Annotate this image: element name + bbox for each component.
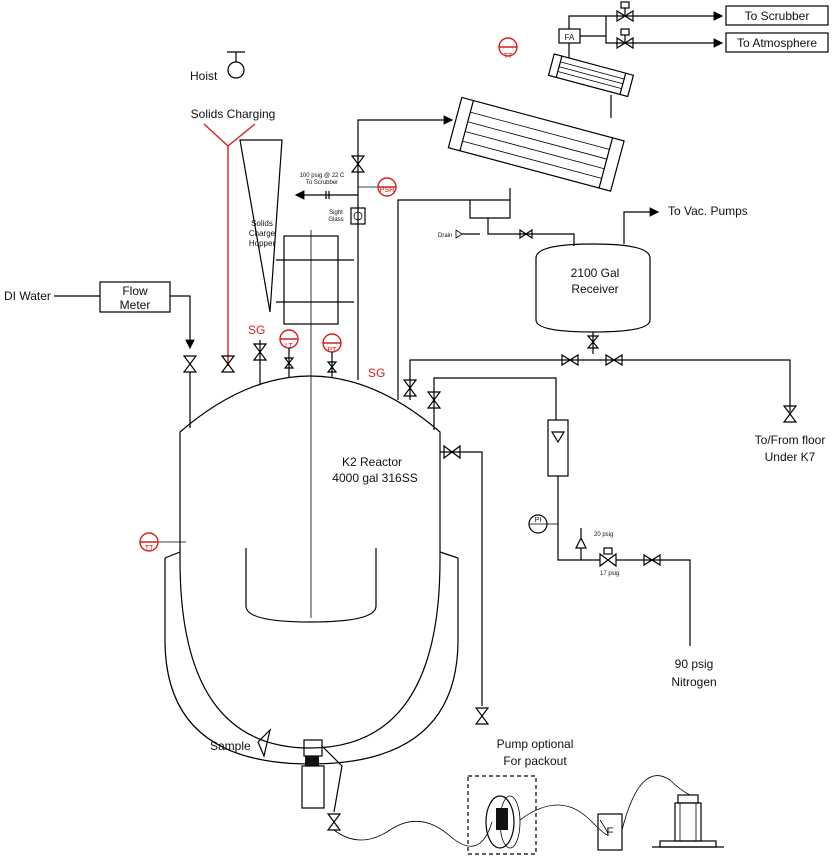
receiver-vessel: 2100 Gal Receiver <box>535 243 651 333</box>
pt-instrument: PT <box>322 333 342 378</box>
to-scrubber-box <box>725 5 829 26</box>
flow-meter <box>99 281 171 313</box>
to-vac-pumps-label: To Vac. Pumps <box>668 204 748 218</box>
receiver-label-1: 2100 Gal <box>571 266 620 280</box>
sample-label: Sample <box>210 739 251 753</box>
solids-charging-label: Solids Charging <box>191 107 276 121</box>
tt-left-instrument: TT <box>139 532 186 552</box>
solids-charge-hopper: Solids Charge Hopper <box>239 139 283 313</box>
sight-glass-label-2: Glass <box>328 217 343 223</box>
hoist: Hoist <box>190 51 245 83</box>
pi-label: PI <box>535 517 542 524</box>
scrubber-control-valve <box>616 1 634 23</box>
hopper-label-3: Hopper <box>249 239 276 248</box>
tt-left-label: TT <box>145 545 154 552</box>
hoist-label: Hoist <box>190 69 218 83</box>
pump-optional-box <box>467 775 537 855</box>
psig-20-label: 20 psig <box>594 532 613 538</box>
atmosphere-control-valve <box>616 28 634 50</box>
pump-label-1: Pump optional <box>497 737 574 751</box>
pt-label: PT <box>328 347 338 354</box>
psig-scrubber-label-2: To Scrubber <box>306 180 338 186</box>
fa-label: FA <box>565 33 575 42</box>
psh-label: PSH <box>380 187 394 194</box>
floor-label-1: To/From floor <box>755 433 826 447</box>
flow-meter-label-1: Flow <box>122 284 148 298</box>
bottom-valve-motor <box>301 765 325 809</box>
filter-label: F <box>606 825 613 839</box>
receiver-label-2: Receiver <box>571 282 618 296</box>
vent-condenser <box>547 53 635 98</box>
di-water-label: DI Water <box>4 289 51 303</box>
psig-scrubber-label-1: 100 psig @ 22 C <box>300 173 345 179</box>
pump-label-2: For packout <box>503 754 567 768</box>
sight-glass <box>350 207 366 225</box>
hopper-label-1: Solids <box>251 219 273 228</box>
flow-meter-label-2: Meter <box>120 298 151 312</box>
floor-label-2: Under K7 <box>765 450 816 464</box>
drain-label: Drain <box>438 233 452 239</box>
pi-gauge: PI <box>528 514 558 534</box>
main-condenser <box>447 96 625 192</box>
sight-glass-label-1: Sight <box>329 210 343 216</box>
k2-reactor: K2 Reactor 4000 gal 316SS <box>164 375 459 765</box>
reactor-label-1: K2 Reactor <box>342 455 402 469</box>
sg-left-label: SG <box>248 323 265 337</box>
lt-instrument: LT <box>279 329 299 378</box>
lt-label: LT <box>285 343 293 350</box>
pressure-regulator: 17 psig <box>599 547 619 577</box>
tt-top-label: TT <box>504 53 513 60</box>
scrubber-vent-group: To Scrubber To Atmosphere FA <box>498 1 829 118</box>
hopper-label-2: Charge <box>249 229 276 238</box>
sg-right-label: SG <box>368 366 385 380</box>
drum-pump <box>485 795 521 849</box>
tt-top-instrument: TT <box>498 37 518 60</box>
to-atmosphere-label: To Atmosphere <box>737 36 817 50</box>
psh-instrument: PSH <box>358 177 397 197</box>
to-scrubber-label: To Scrubber <box>745 9 810 23</box>
reactor-label-2: 4000 gal 316SS <box>332 471 417 485</box>
rotameter <box>547 419 569 477</box>
to-atmosphere-box <box>725 32 829 53</box>
packout-drum <box>652 794 724 848</box>
psig-17-label: 17 psig <box>600 571 619 577</box>
nitrogen-label-2: Nitrogen <box>671 675 716 689</box>
relief-valve: 20 psig <box>575 528 613 560</box>
nitrogen-label-1: 90 psig <box>675 657 714 671</box>
filter-box <box>597 813 623 851</box>
